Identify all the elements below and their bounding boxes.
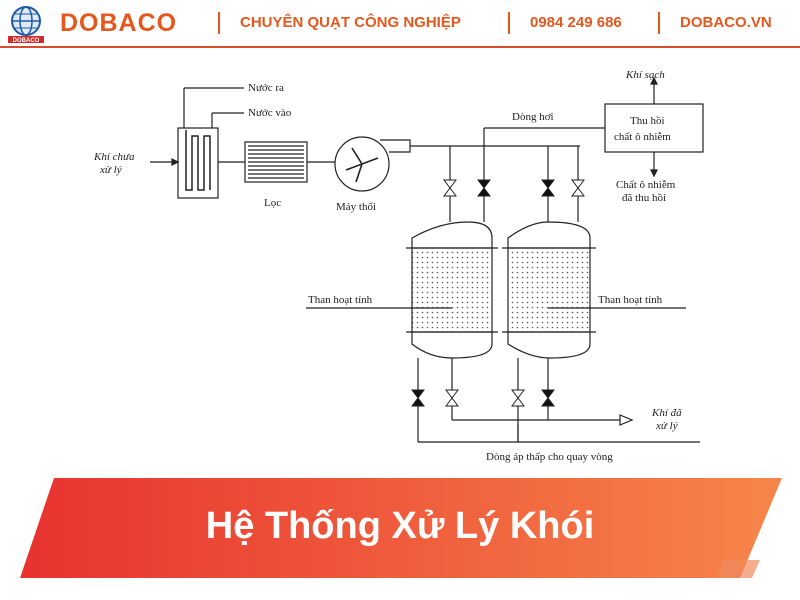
label-blower: Máy thổi (336, 201, 376, 213)
separator (658, 12, 660, 34)
smoke-treatment-diagram: Nước ra Nước vào Khí chưa xử lý Lọc Máy … (93, 69, 704, 463)
site-header: DOBACO DOBACO CHUYÊN QUẠT CÔNG NGHIỆP 09… (0, 0, 800, 48)
label-recovery-2: chất ô nhiễm (614, 131, 671, 143)
label-clean-gas: Khí sạch (625, 69, 665, 81)
globe-logo-icon: DOBACO (8, 6, 44, 44)
phone-number[interactable]: 0984 249 686 (530, 14, 622, 31)
website-link[interactable]: DOBACO.VN (680, 14, 772, 31)
label-treated-gas: Khí đã (651, 407, 682, 419)
brand-name[interactable]: DOBACO (60, 9, 178, 37)
label-recovered-2: đã thu hồi (622, 192, 666, 204)
label-filter: Lọc (264, 197, 281, 209)
label-raw-gas-2: xử lý (99, 164, 122, 176)
label-raw-gas: Khí chưa (93, 151, 135, 163)
label-low-pressure: Dòng áp thấp cho quay vòng (486, 451, 613, 463)
title-banner (20, 478, 782, 578)
label-carbon-right: Than hoạt tính (598, 294, 663, 306)
label-carbon-left: Than hoạt tính (308, 294, 373, 306)
label-recovery: Thu hồi (630, 115, 665, 127)
tagline: CHUYÊN QUẠT CÔNG NGHIỆP (240, 14, 461, 31)
label-water-out: Nước ra (248, 82, 284, 94)
label-steam: Dòng hơi (512, 111, 554, 123)
banner-title: Hệ Thống Xử Lý Khói (205, 505, 595, 547)
header-divider (0, 46, 800, 48)
separator (218, 12, 220, 34)
label-recovered: Chất ô nhiễm (616, 179, 676, 191)
logo-text: DOBACO (13, 38, 40, 44)
label-water-in: Nước vào (248, 107, 292, 119)
label-treated-gas-2: xử lý (655, 420, 678, 432)
separator (508, 12, 510, 34)
